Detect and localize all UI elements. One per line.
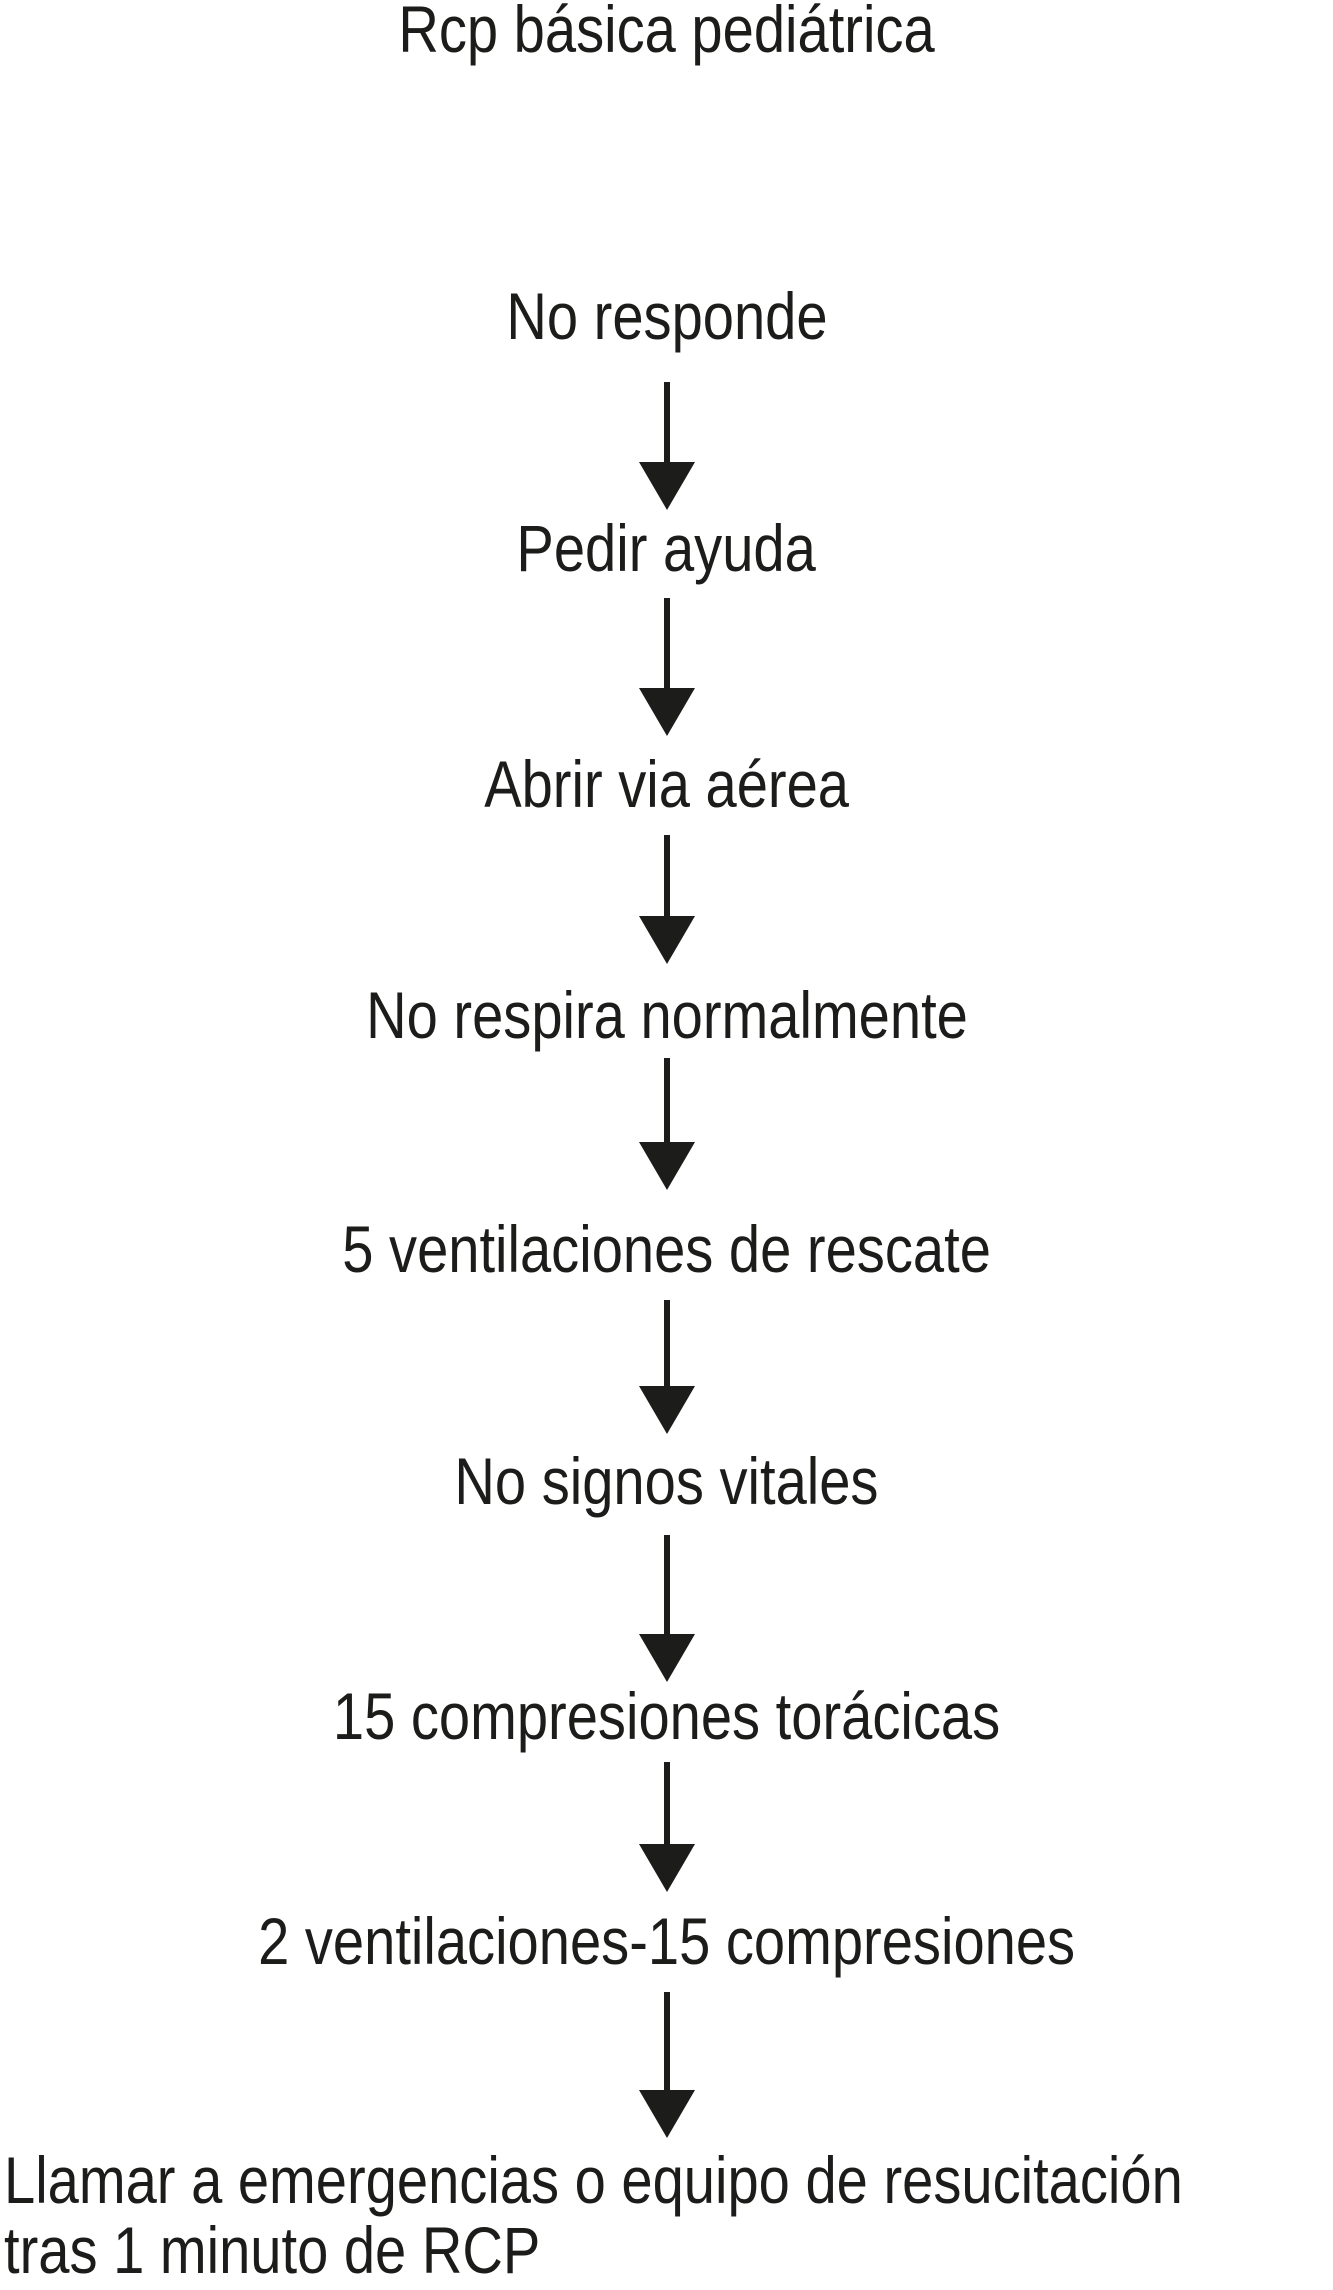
arrow-head <box>638 462 695 510</box>
down-arrow-icon <box>638 1300 695 1434</box>
down-arrow-icon <box>638 1992 695 2138</box>
flow-step-no-respira-normalmente: No respira normalmente <box>0 982 1333 1048</box>
arrow-stem <box>663 1762 670 1844</box>
page-title-text: Rcp básica pediátrica <box>398 0 935 66</box>
final-step-line2: tras 1 minuto de RCP <box>4 2213 541 2287</box>
flow-step-pedir-ayuda: Pedir ayuda <box>0 515 1333 581</box>
down-arrow-icon <box>638 1762 695 1892</box>
arrow-stem <box>663 1992 670 2090</box>
flow-step-label: Pedir ayuda <box>516 511 817 585</box>
down-arrow-icon <box>638 835 695 964</box>
flow-step-no-responde: No responde <box>0 283 1333 349</box>
down-arrow-icon <box>638 1058 695 1190</box>
flow-step-label: No responde <box>505 279 828 353</box>
flow-step-label: No respira normalmente <box>365 978 968 1052</box>
arrow-head <box>638 1844 695 1892</box>
arrow-head <box>638 916 695 964</box>
flow-step-2-ventilaciones-15-compresiones: 2 ventilaciones-15 compresiones <box>0 1908 1333 1974</box>
arrow-head <box>638 1634 695 1682</box>
flow-step-label: 2 ventilaciones-15 compresiones <box>257 1904 1076 1978</box>
arrow-stem <box>663 1535 670 1634</box>
page-title: Rcp básica pediátrica <box>0 0 1333 62</box>
flow-step-5-ventilaciones: 5 ventilaciones de rescate <box>0 1216 1333 1282</box>
flow-step-llamar-emergencias: Llamar a emergencias o equipo de resucit… <box>4 2145 1333 2285</box>
flow-step-15-compresiones: 15 compresiones torácicas <box>0 1683 1333 1749</box>
arrow-head <box>638 1386 695 1434</box>
arrow-stem <box>663 598 670 688</box>
arrow-stem <box>663 835 670 916</box>
final-step-line1: Llamar a emergencias o equipo de resucit… <box>4 2143 1183 2217</box>
arrow-head <box>638 688 695 736</box>
flow-step-abrir-via-aerea: Abrir via aérea <box>0 751 1333 817</box>
arrow-stem <box>663 1300 670 1386</box>
down-arrow-icon <box>638 382 695 510</box>
arrow-head <box>638 1142 695 1190</box>
arrow-stem <box>663 1058 670 1142</box>
flow-step-no-signos-vitales: No signos vitales <box>0 1448 1333 1514</box>
arrow-stem <box>663 382 670 462</box>
flow-step-label: Abrir via aérea <box>484 747 849 821</box>
down-arrow-icon <box>638 598 695 736</box>
down-arrow-icon <box>638 1535 695 1682</box>
flow-step-label: No signos vitales <box>454 1444 879 1518</box>
flow-step-label: 15 compresiones torácicas <box>332 1679 1001 1753</box>
flow-step-label: 5 ventilaciones de rescate <box>342 1212 991 1286</box>
arrow-head <box>638 2090 695 2138</box>
